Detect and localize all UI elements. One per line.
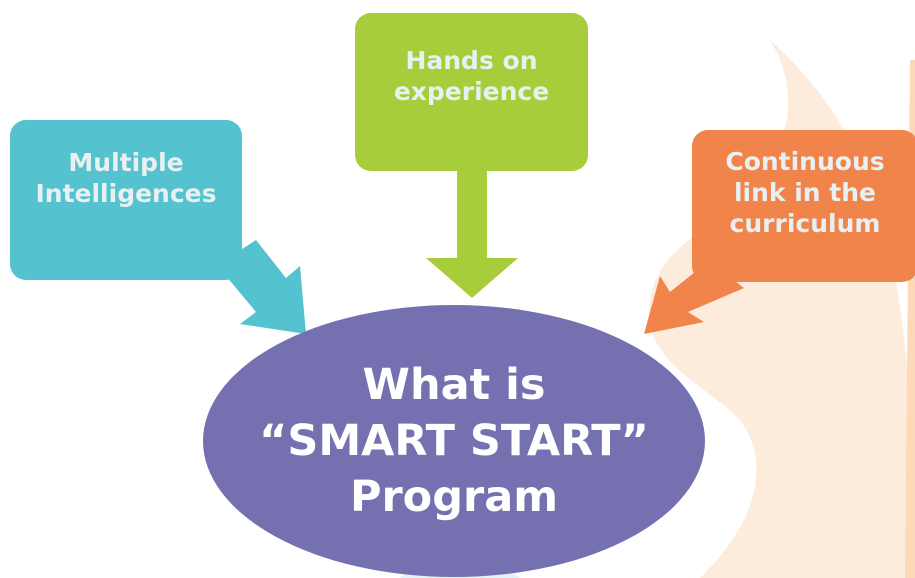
callout-label-right: Continuous link in the curriculum (725, 146, 885, 238)
callout-hands-on-experience: Hands on experience (355, 13, 588, 171)
arrow-from-left (222, 240, 306, 334)
arrow-from-right (644, 266, 744, 334)
arrow-down-from-top (426, 165, 518, 298)
center-ellipse: What is “SMART START” Program (203, 305, 705, 577)
center-title: What is “SMART START” Program (259, 360, 649, 522)
callout-continuous-link: Continuous link in the curriculum (692, 130, 915, 282)
callout-multiple-intelligences: Multiple Intelligences (10, 120, 242, 280)
callout-label-left: Multiple Intelligences (35, 148, 217, 208)
callout-label-top: Hands on experience (393, 46, 550, 106)
